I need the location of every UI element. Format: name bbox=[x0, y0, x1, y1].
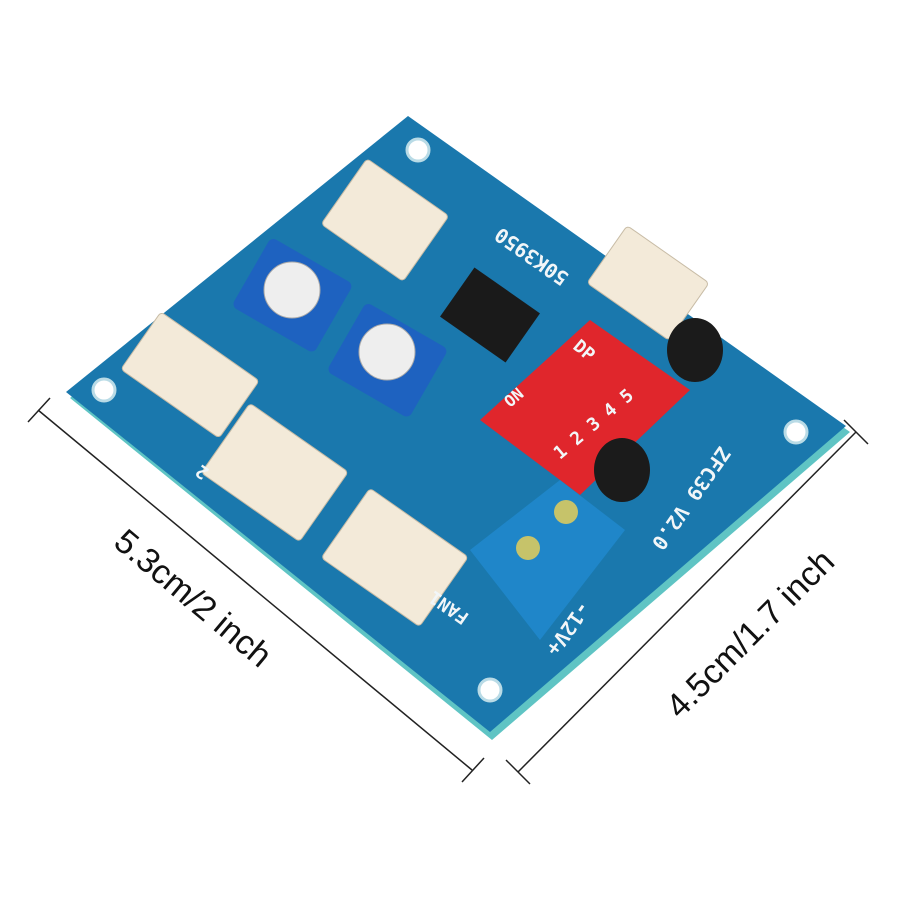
mount-hole bbox=[783, 419, 809, 445]
ic-chip bbox=[440, 267, 540, 363]
connector-top bbox=[322, 159, 448, 281]
mount-hole bbox=[91, 377, 117, 403]
power-terminal-block bbox=[470, 480, 625, 640]
capacitor bbox=[667, 318, 723, 382]
dimension-line-length bbox=[27, 397, 485, 783]
fan1-connector bbox=[322, 489, 468, 626]
mount-hole bbox=[405, 137, 431, 163]
dimension-line-width bbox=[505, 419, 869, 785]
dip-switch bbox=[480, 320, 690, 495]
capacitor bbox=[594, 438, 650, 502]
mount-hole bbox=[477, 677, 503, 703]
fan2-connector bbox=[121, 312, 259, 438]
connector-right bbox=[588, 226, 708, 340]
potentiometer-2 bbox=[328, 304, 447, 417]
fan-connector-middle bbox=[202, 404, 348, 541]
potentiometer-1 bbox=[233, 239, 352, 352]
